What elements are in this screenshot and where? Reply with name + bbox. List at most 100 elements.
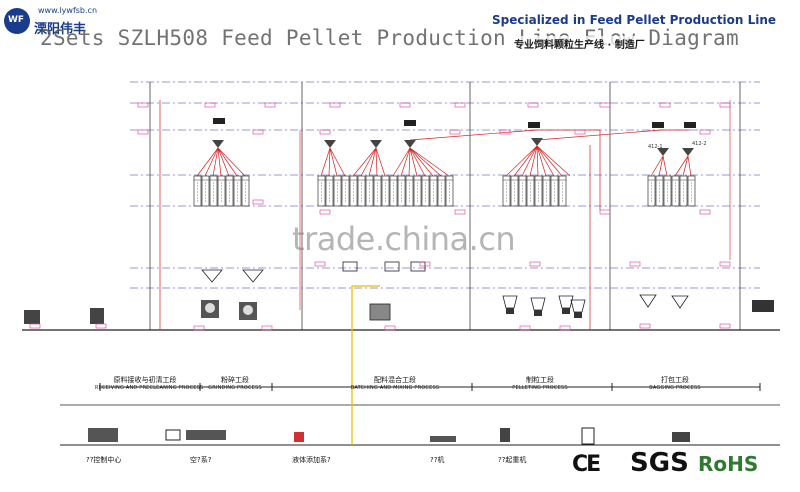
red-feed-line <box>536 129 690 141</box>
pellet-bin <box>534 175 543 207</box>
section-bagging: 打包工段 BAGGING PROCESS <box>649 376 701 391</box>
batching-bin <box>349 175 358 207</box>
pellet-pipe <box>536 145 555 177</box>
batching-bin <box>317 175 326 207</box>
equipment-tag <box>499 129 511 135</box>
rohs-logo: RoHS <box>698 452 759 476</box>
pellet-bin <box>518 175 527 207</box>
pellet-mill <box>530 297 546 311</box>
watermark: trade.china.cn <box>292 220 516 258</box>
finish-b-distributor <box>682 148 694 156</box>
pellet-mill <box>570 299 586 313</box>
finish-bin <box>687 175 696 207</box>
batching-c-pipe <box>409 147 450 177</box>
batching-c-distributor <box>404 140 416 148</box>
pellet-pipe <box>536 145 539 177</box>
equipment-tag <box>261 325 273 331</box>
batching-scale <box>342 261 358 272</box>
grinding-bin <box>193 175 202 207</box>
grinding-distributor <box>212 140 224 148</box>
pellet-pipe <box>505 145 538 177</box>
pellet-pipe <box>513 145 538 177</box>
batching-b-pipe <box>360 147 377 177</box>
equipment-tag <box>95 323 107 329</box>
logo-cn: 溧阳伟丰 <box>34 22 87 37</box>
legend-label-liquid-adding: 液体添加系? <box>292 456 331 464</box>
pellet-mill-base <box>574 312 582 318</box>
pellet-bin <box>510 175 519 207</box>
finish-bin <box>679 175 688 207</box>
finish-a-pipe <box>662 155 668 177</box>
equipment-tag <box>719 323 731 329</box>
finish-a-distributor <box>657 148 669 156</box>
equipment-tag <box>449 129 461 135</box>
hammer-mill-rotor <box>243 305 253 315</box>
elevator-head <box>404 120 416 126</box>
ce-logo: CE <box>572 452 601 477</box>
elevator-head <box>528 122 540 128</box>
bagging-hopper <box>639 294 657 308</box>
batching-bin <box>373 175 382 207</box>
section-batching: 配料混合工段 BATCHING AND MIXING PROCESS <box>350 376 440 391</box>
bag-conveyor <box>752 300 774 312</box>
batching-c-pipe <box>408 147 411 177</box>
legend-label-crane: ??起重机 <box>498 456 527 464</box>
grinding-pipe <box>196 147 219 177</box>
batching-bin <box>333 175 342 207</box>
grinding-bin <box>233 175 242 207</box>
finish-a-pipe <box>658 155 664 177</box>
equipment-tag <box>319 209 331 215</box>
batching-bin <box>341 175 350 207</box>
logo-badge-icon <box>4 8 30 34</box>
equipment-tag <box>137 102 149 108</box>
equipment-tag <box>699 209 711 215</box>
finish-a-pipe <box>650 155 664 177</box>
batching-bin <box>381 175 390 207</box>
equipment-tag <box>264 102 276 108</box>
finish-bin <box>647 175 656 207</box>
air-system-icon <box>186 430 226 440</box>
batching-b-pipe <box>375 147 378 177</box>
pellet-mill-base <box>562 308 570 314</box>
section-grinding: 粉碎工段 GRINDING PROCESS <box>208 376 262 391</box>
batching-bin <box>365 175 374 207</box>
red-feed-line <box>409 129 601 210</box>
equipment-tag <box>329 102 341 108</box>
pellet-bin <box>558 175 567 207</box>
grinding-pipe <box>212 147 219 177</box>
liquid-feed-line <box>351 285 380 445</box>
equipment-tag <box>252 129 264 135</box>
legend-label-control-center: ??控制中心 <box>86 456 122 464</box>
mixer <box>369 303 391 321</box>
grinding-bin <box>225 175 234 207</box>
crane-icon <box>500 428 510 442</box>
equipment-tag <box>574 129 586 135</box>
generator-icon <box>672 432 690 442</box>
equipment-tag <box>719 261 731 267</box>
batching-b-pipe <box>352 147 377 177</box>
sgs-logo: SGS <box>630 448 689 478</box>
equipment-tag <box>314 261 326 267</box>
conveyor-icon <box>430 436 456 442</box>
pellet-bin <box>542 175 551 207</box>
equipment-tag <box>454 102 466 108</box>
hammer-mill-rotor <box>205 303 215 313</box>
air-system-icon <box>165 429 181 441</box>
legend-label-conveyor: ??机 <box>430 456 445 464</box>
pellet-mill-base <box>534 310 542 316</box>
grinding-pipe <box>217 147 230 177</box>
pellet-pipe <box>521 145 538 177</box>
batching-b-distributor <box>370 140 382 148</box>
equipment-tag <box>629 261 641 267</box>
batching-bin <box>437 175 446 207</box>
grinding-pipe <box>217 147 238 177</box>
batching-b-pipe <box>368 147 377 177</box>
batching-a-pipe <box>329 147 346 177</box>
equipment-tag <box>204 102 216 108</box>
batching-c-pipe <box>409 147 418 177</box>
logo-url: www.lywfsb.cn <box>38 6 98 15</box>
grinding-pipe <box>204 147 219 177</box>
batching-bin <box>429 175 438 207</box>
